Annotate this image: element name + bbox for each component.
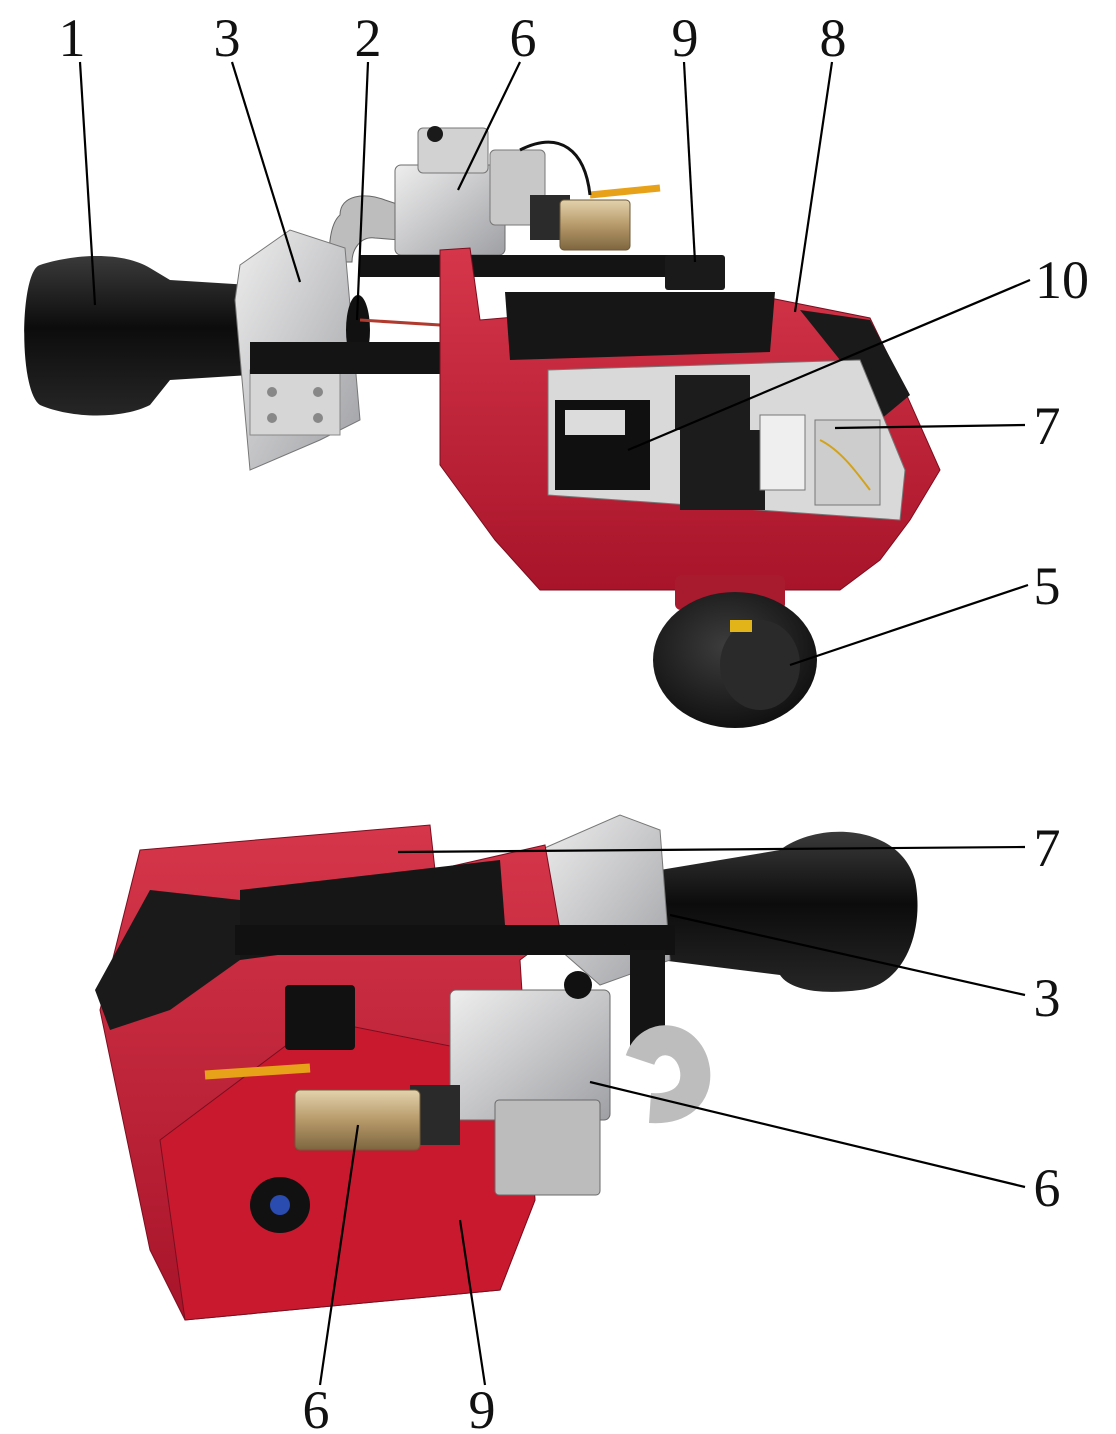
callout-7-top: 7: [1034, 396, 1061, 456]
callout-3-bottom: 3: [1034, 968, 1061, 1028]
callout-3-top: 3: [214, 8, 241, 68]
callout-2: 2: [355, 8, 382, 68]
callout-6-bottom-right: 6: [1034, 1158, 1061, 1218]
bottom-blast-tube: [660, 831, 918, 992]
callout-7-bottom: 7: [1034, 818, 1061, 878]
top-control-panel: [547, 359, 906, 521]
top-callout-numbers: 1 3 2 6 9 8 10 7 5: [59, 8, 1090, 616]
top-blast-tube: [24, 255, 250, 416]
top-rail-support: [665, 255, 725, 290]
callout-6-top: 6: [510, 8, 537, 68]
bottom-rail: [235, 925, 675, 955]
bottom-callout-numbers: 7 3 6 6 9: [303, 818, 1061, 1434]
top-gas-valve: [329, 126, 661, 263]
callout-1: 1: [59, 8, 86, 68]
top-motor: [653, 575, 817, 728]
bottom-burner-view: [95, 814, 918, 1321]
callout-10: 10: [1035, 250, 1089, 310]
callout-9-bottom: 9: [469, 1380, 496, 1434]
callout-8: 8: [820, 8, 847, 68]
callout-6-bottom-left: 6: [303, 1380, 330, 1434]
top-burner-view: [24, 126, 941, 728]
leader-lines: [78, 61, 1031, 1386]
callout-5: 5: [1034, 556, 1061, 616]
callout-9-top: 9: [672, 8, 699, 68]
bottom-gas-valve: [204, 971, 711, 1233]
